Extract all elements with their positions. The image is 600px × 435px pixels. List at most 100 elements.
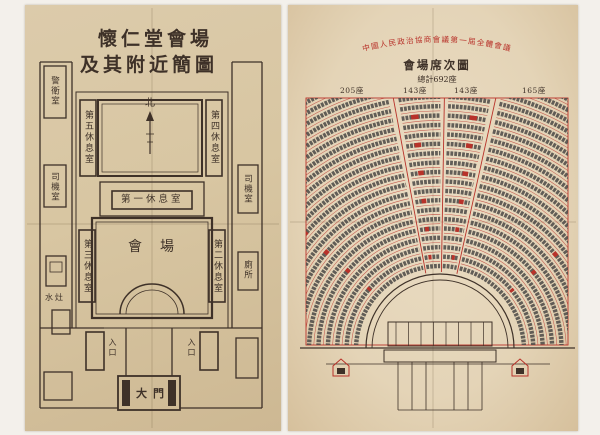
row-divider-line: [487, 153, 568, 195]
seat-row: [306, 201, 411, 289]
row-divider-line: [410, 167, 441, 171]
seat-row: [447, 132, 484, 141]
seat-row: [498, 101, 568, 135]
north-courtyard: [97, 99, 203, 177]
gate-label: 大門: [136, 387, 170, 400]
front-room-east: [199, 331, 219, 371]
lounge-4-room: [205, 99, 223, 177]
drivers-room-west-label: 司機室: [49, 172, 60, 202]
seat-row: [536, 98, 568, 113]
row-divider-line: [553, 98, 568, 106]
seat-row: [402, 122, 441, 131]
seat-row: [306, 99, 390, 138]
seat-row: [443, 226, 465, 233]
seat-row: [444, 216, 467, 224]
row-divider-line: [447, 129, 484, 135]
seat-row: [463, 247, 545, 345]
seat-row: [445, 188, 472, 197]
seat-row: [415, 197, 441, 205]
row-divider-line: [407, 148, 441, 152]
row-divider-line: [402, 120, 441, 124]
red-seat-mark: [575, 234, 579, 238]
section-4-seat-count: 165座: [522, 86, 546, 95]
row-divider-line: [399, 101, 441, 106]
seat-row: [443, 254, 459, 261]
lounge-5-room: [79, 99, 97, 177]
toilet-label: 廁所: [242, 260, 253, 280]
row-divider-line: [474, 208, 568, 283]
row-divider-line: [445, 185, 473, 190]
lounge-1-label: 第一休息室: [121, 194, 184, 205]
outer-enclosure-wall: [39, 61, 263, 409]
seat-row: [354, 265, 424, 345]
seat-row: [444, 198, 471, 206]
row-divider-line: [313, 226, 415, 345]
total-seats-label: 總計692座: [417, 75, 457, 84]
lounge-2-room: [208, 229, 226, 303]
front-room-west: [85, 331, 105, 371]
seat-row: [444, 207, 469, 215]
seat-row: [485, 156, 568, 204]
seat-row: [447, 122, 485, 132]
seat-row: [442, 263, 458, 270]
row-divider-line: [445, 176, 475, 181]
row-divider-line: [306, 106, 391, 142]
lounge-2-label: 第二休息室: [212, 239, 222, 294]
red-seat-mark: [451, 255, 456, 261]
map-title-line-2: 及其附近簡圖: [80, 54, 219, 76]
row-divider-line: [419, 223, 441, 226]
row-divider-line: [467, 236, 557, 345]
seat-row: [398, 98, 441, 103]
seat-row: [306, 164, 403, 223]
seat-row: [487, 147, 568, 192]
section-3-seat-count: 143座: [454, 86, 478, 95]
seat-row: [306, 145, 399, 197]
row-divider-line: [446, 148, 480, 153]
seat-row: [418, 216, 441, 223]
site-plan: [39, 61, 263, 411]
seat-row: [413, 188, 441, 196]
lounge-5-label: 第五休息室: [83, 110, 93, 165]
row-divider-line: [341, 253, 421, 345]
seat-row: [494, 120, 568, 157]
row-divider-line: [476, 199, 568, 265]
red-seat-mark: [421, 198, 427, 204]
seat-row: [445, 179, 474, 187]
row-divider-line: [463, 254, 539, 345]
seat-row: [443, 235, 463, 243]
seat-row: [468, 229, 564, 345]
row-divider-line: [489, 144, 568, 183]
lounge-4-label: 第四休息室: [209, 110, 219, 165]
row-divider-line: [496, 117, 568, 149]
row-divider-line: [400, 110, 441, 115]
seat-row: [446, 141, 482, 151]
row-divider-line: [306, 161, 402, 213]
row-divider-line: [443, 232, 464, 236]
gate-post-left: [122, 380, 130, 406]
row-divider-line: [528, 98, 568, 116]
red-seat-mark: [455, 227, 460, 233]
seat-row: [470, 220, 568, 337]
row-divider-line: [420, 232, 441, 235]
row-divider-line: [413, 185, 441, 189]
row-divider-line: [306, 143, 398, 188]
row-divider-line: [332, 244, 419, 345]
assembly-hall: [90, 216, 214, 320]
map-title-line-1: 懷仁堂會場: [98, 28, 214, 50]
row-divider-line: [411, 176, 441, 180]
side-rooms: [43, 65, 259, 401]
seat-row: [306, 109, 392, 150]
row-divider-line: [323, 235, 417, 345]
red-seat-mark: [306, 231, 309, 237]
seat-row: [399, 103, 441, 112]
seat-row: [306, 118, 394, 161]
conference-name: 中國人民政治協商會議第一屆全體會議: [361, 34, 513, 53]
row-divider-line: [469, 226, 567, 345]
row-divider-line: [480, 181, 568, 234]
red-seat-mark: [551, 251, 559, 258]
red-seat-mark: [597, 216, 600, 221]
hall-walls: [305, 97, 569, 346]
seat-row: [306, 182, 407, 252]
stage-pillars: [395, 322, 484, 346]
seat-row: [472, 211, 568, 299]
